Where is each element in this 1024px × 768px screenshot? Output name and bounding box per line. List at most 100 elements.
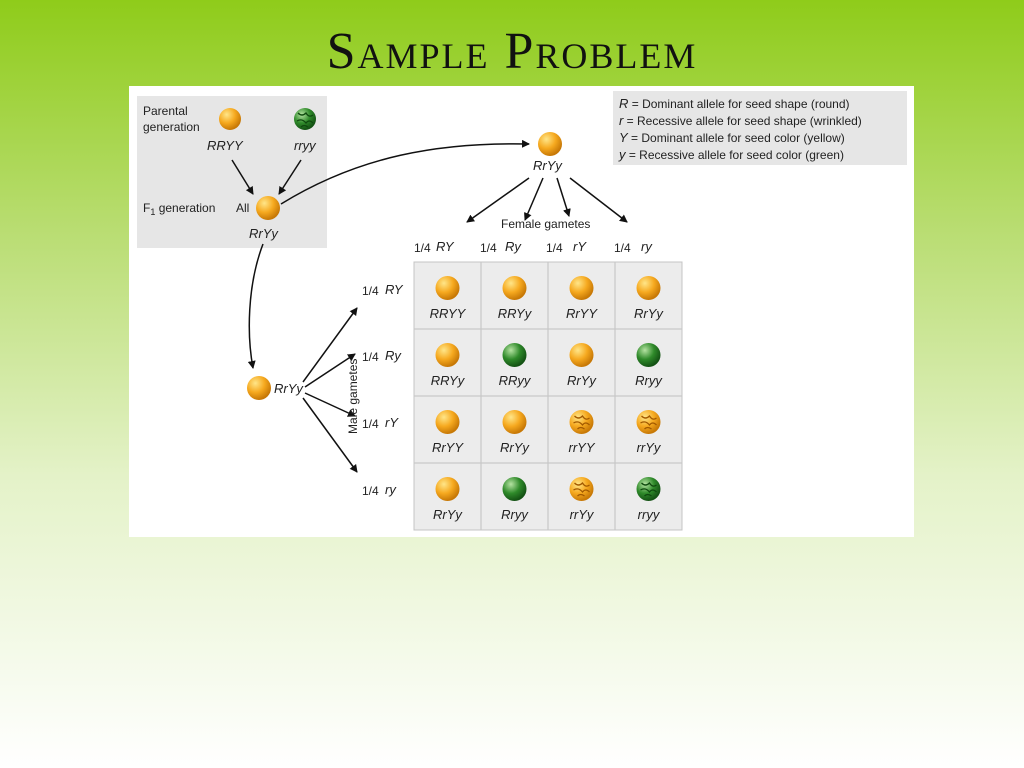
punnett-cell: RRYy [431, 343, 466, 388]
cell-genotype: rryy [638, 507, 661, 522]
cell-genotype: Rryy [501, 507, 529, 522]
cross-diagram: Parental generation RRYY rryy F1 generat… [137, 91, 907, 531]
legend-line-1: R = Dominant allele for seed shape (roun… [619, 96, 850, 111]
male-gamete-arrows [302, 307, 358, 473]
green-wrinkled-seed [636, 477, 661, 501]
parental-genotype-left: RRYY [207, 138, 244, 153]
cell-genotype: RrYy [433, 507, 463, 522]
svg-text:1/4: 1/4 [546, 241, 563, 255]
male-gamete-label-1: 1/4 RY [362, 282, 404, 298]
svg-text:1/4: 1/4 [362, 350, 379, 364]
f1-label: F1 generation [143, 201, 215, 217]
cell-genotype: RRYy [431, 373, 466, 388]
left-parent-seed [247, 376, 271, 400]
cell-genotype: RRyy [499, 373, 532, 388]
male-gamete-label-3: 1/4 rY [362, 415, 399, 431]
arrow-f1-to-top-parent [280, 139, 530, 205]
punnett-cell: Rryy [501, 477, 529, 522]
slide-title: Sample Problem [326, 23, 698, 80]
female-gamete-header-2: 1/4 Ry [480, 239, 522, 255]
punnett-cell: RrYy [500, 410, 530, 455]
female-gamete-header-1: 1/4 RY [414, 239, 455, 255]
yellow-wrinkled-seed [636, 410, 661, 434]
green-round-seed [502, 477, 527, 501]
cell-genotype: rrYy [570, 507, 595, 522]
yellow-round-seed [502, 276, 527, 300]
punnett-cell: RrYy [567, 343, 597, 388]
punnett-cell: RrYY [566, 276, 598, 321]
yellow-round-seed [435, 477, 460, 501]
cell-genotype: RrYY [566, 306, 598, 321]
svg-text:1/4: 1/4 [362, 284, 379, 298]
legend-line-3: Y = Dominant allele for seed color (yell… [619, 130, 845, 145]
yellow-round-seed [435, 410, 460, 434]
top-parent-genotype: RrYy [533, 158, 563, 173]
parent-seed-green-wrinkled [294, 108, 316, 130]
f1-all-label: All [236, 201, 249, 215]
cell-genotype: Rryy [635, 373, 663, 388]
punnett-cell: rrYY [569, 410, 596, 455]
punnett-cell: RRyy [499, 343, 532, 388]
cell-genotype: RrYY [432, 440, 464, 455]
cell-genotype: rrYY [569, 440, 596, 455]
legend-line-4: y = Recessive allele for seed color (gre… [618, 147, 844, 162]
female-gamete-header-4: 1/4 ry [614, 239, 653, 255]
legend-panel [613, 91, 907, 165]
arrow-parent-right-to-f1 [278, 159, 302, 195]
green-round-seed [502, 343, 527, 367]
f1-seed [256, 196, 280, 220]
male-gametes-label: Male gametes [346, 359, 360, 434]
cell-genotype: RrYy [500, 440, 530, 455]
svg-text:rY: rY [573, 239, 587, 254]
svg-text:1/4: 1/4 [362, 484, 379, 498]
parental-label-line2: generation [143, 120, 200, 134]
male-gamete-label-2: 1/4 Ry [362, 348, 402, 364]
cell-genotype: RrYy [634, 306, 664, 321]
green-round-seed [636, 343, 661, 367]
svg-text:RY: RY [385, 282, 404, 297]
grid-lines [414, 262, 682, 530]
legend-line-2: r = Recessive allele for seed shape (wri… [619, 113, 862, 128]
female-gamete-arrows [466, 177, 628, 223]
parental-genotype-right: rryy [294, 138, 317, 153]
cell-genotype: RrYy [567, 373, 597, 388]
svg-text:RY: RY [436, 239, 455, 254]
cell-genotype: rrYy [637, 440, 662, 455]
punnett-cell: rrYy [636, 410, 662, 455]
arrow-parent-left-to-f1 [231, 159, 254, 195]
parental-label-line1: Parental [143, 104, 188, 118]
punnett-cell: rryy [636, 477, 661, 522]
yellow-wrinkled-seed [569, 477, 594, 501]
yellow-round-seed [502, 410, 527, 434]
cell-genotype: RRYy [498, 306, 533, 321]
svg-text:ry: ry [385, 482, 397, 497]
male-gamete-label-4: 1/4 ry [362, 482, 397, 498]
punnett-cell: RRYy [498, 276, 533, 321]
punnett-cell: Rryy [635, 343, 663, 388]
yellow-round-seed [569, 276, 594, 300]
punnett-cell: RRYY [430, 276, 467, 321]
yellow-wrinkled-seed [569, 410, 594, 434]
top-parent-seed [538, 132, 562, 156]
punnett-cell: rrYy [569, 477, 595, 522]
punnett-cell: RrYy [634, 276, 664, 321]
yellow-round-seed [569, 343, 594, 367]
dihybrid-cross-figure: Parental generation RRYY rryy F1 generat… [129, 86, 914, 537]
svg-text:1/4: 1/4 [362, 417, 379, 431]
cell-genotype: RRYY [430, 306, 467, 321]
yellow-round-seed [636, 276, 661, 300]
f1-genotype: RrYy [249, 226, 279, 241]
punnett-cell: RrYy [433, 477, 463, 522]
parent-seed-yellow-round [219, 108, 241, 130]
female-gametes-label: Female gametes [501, 217, 590, 231]
svg-text:1/4: 1/4 [480, 241, 497, 255]
arrow-f1-to-left-parent [247, 243, 264, 369]
punnett-cell: RrYY [432, 410, 464, 455]
svg-text:Ry: Ry [505, 239, 522, 254]
svg-text:rY: rY [385, 415, 399, 430]
svg-text:Ry: Ry [385, 348, 402, 363]
svg-text:1/4: 1/4 [614, 241, 631, 255]
left-parent-genotype: RrYy [274, 381, 304, 396]
female-gamete-header-3: 1/4 rY [546, 239, 587, 255]
